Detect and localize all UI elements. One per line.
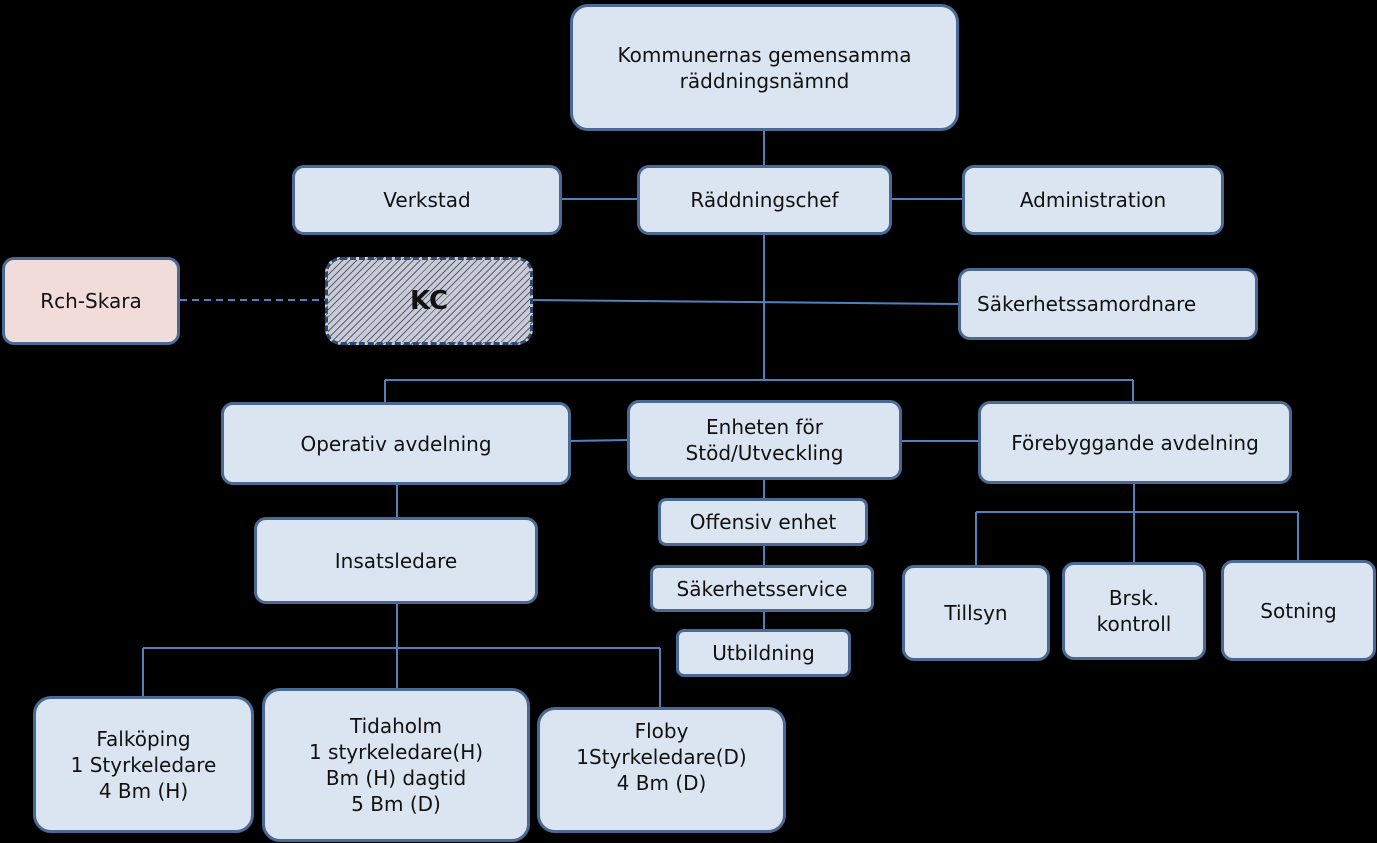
node-safety-coordinator-label: Säkerhetssamordnare <box>977 292 1197 316</box>
node-administration: Administration <box>962 165 1224 235</box>
node-support-unit: Enheten för Stöd/Utveckling <box>627 400 902 480</box>
node-kc-label: KC <box>409 286 449 316</box>
node-supervision-label: Tillsyn <box>944 601 1008 625</box>
node-preventive: Förebyggande avdelning <box>978 401 1292 484</box>
node-incident-commander-label: Insatsledare <box>334 548 458 573</box>
node-chief: Räddningschef <box>637 165 892 235</box>
node-safety-service-label: Säkerhetsservice <box>676 576 848 601</box>
node-support-unit-label: Enheten för Stöd/Utveckling <box>685 415 844 465</box>
node-incident-commander: Insatsledare <box>254 517 538 604</box>
node-falkoping-label: Falköping 1 Styrkeledare 4 Bm (H) <box>70 726 217 803</box>
node-chief-label: Räddningschef <box>690 188 839 212</box>
node-chimney-sweeping-label: Sotning <box>1260 598 1337 623</box>
node-board: Kommunernas gemensamma räddningsnämnd <box>570 4 959 131</box>
node-operative: Operativ avdelning <box>221 402 571 485</box>
node-administration-label: Administration <box>1019 188 1167 212</box>
node-fire-inspection-label: Brsk. kontroll <box>1096 586 1172 636</box>
node-training-label: Utbildning <box>712 641 815 665</box>
node-preventive-label: Förebyggande avdelning <box>1011 430 1259 455</box>
node-safety-coordinator: Säkerhetssamordnare <box>958 268 1258 340</box>
node-safety-service: Säkerhetsservice <box>650 565 874 612</box>
node-workshop-label: Verkstad <box>383 188 471 212</box>
node-offensive-unit: Offensiv enhet <box>658 498 868 546</box>
node-rch-skara-label: Rch-Skara <box>40 289 142 313</box>
node-kc: KC <box>325 257 533 345</box>
node-workshop: Verkstad <box>292 165 562 235</box>
node-board-label: Kommunernas gemensamma räddningsnämnd <box>617 42 912 93</box>
node-training: Utbildning <box>676 629 851 677</box>
node-floby-label: Floby 1Styrkeledare(D) 4 Bm (D) <box>576 719 747 795</box>
node-operative-label: Operativ avdelning <box>300 431 492 456</box>
node-tidaholm: Tidaholm 1 styrkeledare(H) Bm (H) dagtid… <box>262 688 530 842</box>
solid-connectors <box>142 130 1299 708</box>
node-falkoping: Falköping 1 Styrkeledare 4 Bm (H) <box>33 696 254 833</box>
node-rch-skara: Rch-Skara <box>2 257 180 345</box>
node-supervision: Tillsyn <box>902 565 1050 661</box>
node-offensive-unit-label: Offensiv enhet <box>689 510 837 534</box>
node-fire-inspection: Brsk. kontroll <box>1062 562 1206 660</box>
node-chimney-sweeping: Sotning <box>1221 560 1376 661</box>
node-tidaholm-label: Tidaholm 1 styrkeledare(H) Bm (H) dagtid… <box>308 714 484 816</box>
node-floby: Floby 1Styrkeledare(D) 4 Bm (D) <box>537 707 786 833</box>
